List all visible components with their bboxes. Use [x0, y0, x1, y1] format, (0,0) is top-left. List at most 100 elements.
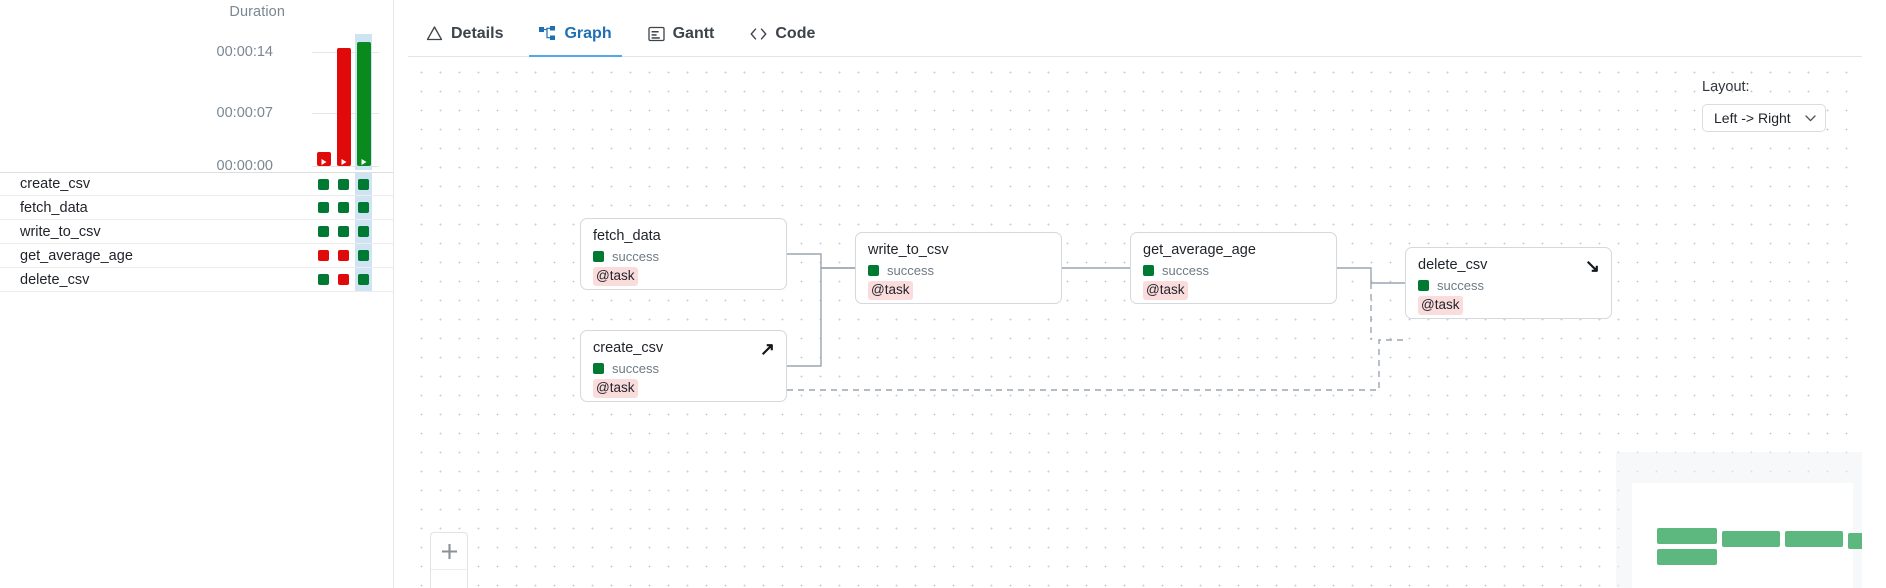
- status-square: [338, 202, 349, 213]
- duration-bar-column[interactable]: [355, 34, 372, 170]
- task-instance-cell[interactable]: [355, 220, 372, 243]
- axis-tick-mid: 00:00:07: [216, 105, 273, 121]
- graph-node-status-label: success: [612, 248, 659, 264]
- duration-bar[interactable]: [356, 42, 371, 166]
- graph-node-status: success: [1418, 278, 1599, 294]
- minimap-node: [1785, 531, 1843, 547]
- task-instance-cell[interactable]: [335, 268, 352, 291]
- tab-label: Gantt: [672, 24, 715, 42]
- task-row-label: delete_csv: [20, 271, 90, 288]
- task-row[interactable]: delete_csv: [0, 268, 393, 292]
- duration-bar-column[interactable]: [315, 34, 332, 170]
- graph-node-type-badge: @task: [1143, 281, 1189, 300]
- task-run-cells: [315, 173, 373, 195]
- layout-select[interactable]: Left -> Right: [1702, 104, 1826, 132]
- arrow-down-right-icon[interactable]: ↘: [1584, 256, 1600, 276]
- task-instance-cell[interactable]: [355, 196, 372, 219]
- graph-node-status: success: [593, 249, 774, 265]
- graph-node-status-label: success: [1162, 262, 1209, 278]
- task-row[interactable]: get_average_age: [0, 244, 393, 268]
- task-run-cells: [315, 220, 373, 243]
- task-instance-cell[interactable]: [335, 244, 352, 267]
- tab-gantt[interactable]: Gantt: [630, 25, 733, 56]
- minimap-node: [1722, 531, 1780, 547]
- status-square: [338, 178, 349, 190]
- axis-gridline-bottom: [312, 166, 379, 167]
- status-square: [593, 250, 604, 262]
- graph-node-status: success: [868, 263, 1049, 279]
- task-instance-cell[interactable]: [355, 173, 372, 195]
- status-square: [338, 274, 349, 285]
- status-square: [358, 274, 369, 285]
- play-icon: [341, 159, 346, 165]
- task-instance-cell[interactable]: [355, 244, 372, 267]
- task-instance-cell[interactable]: [315, 268, 332, 291]
- graph-node-title: create_csv: [593, 340, 664, 356]
- task-instance-cell[interactable]: [335, 196, 352, 219]
- task-row[interactable]: fetch_data: [0, 196, 393, 220]
- tab-label: Code: [775, 24, 816, 42]
- task-instance-cell[interactable]: [315, 220, 332, 243]
- status-square: [318, 202, 329, 213]
- status-square: [358, 202, 369, 213]
- status-square: [338, 250, 349, 261]
- status-square: [1418, 279, 1429, 291]
- chevron-down-icon: [1805, 112, 1816, 124]
- warning-triangle-icon: [426, 25, 443, 42]
- graph-node-title: get_average_age: [1143, 242, 1256, 258]
- status-square: [593, 362, 604, 374]
- graph-edges: [787, 253, 1408, 391]
- status-square: [1143, 264, 1154, 276]
- task-row[interactable]: create_csv: [0, 172, 393, 196]
- task-run-cells: [315, 196, 373, 219]
- tab-graph[interactable]: Graph: [521, 25, 629, 57]
- status-square: [338, 226, 349, 237]
- graph-minimap[interactable]: [1616, 452, 1862, 588]
- axis-tick-top: 00:00:14: [216, 44, 273, 60]
- gantt-bars-icon: [647, 25, 665, 42]
- status-square: [358, 178, 369, 190]
- task-instance-cell[interactable]: [335, 173, 352, 195]
- graph-node-title: fetch_data: [593, 228, 661, 244]
- layout-control: Layout: Left -> Right: [1702, 79, 1826, 132]
- arrow-up-right-icon[interactable]: ↗: [759, 339, 775, 359]
- minimap-node: [1657, 549, 1717, 565]
- task-instance-cell[interactable]: [315, 173, 332, 195]
- duration-bars: [315, 30, 373, 170]
- task-row-label: create_csv: [20, 176, 91, 192]
- task-instance-cell[interactable]: [355, 268, 372, 291]
- task-instance-cell[interactable]: [315, 196, 332, 219]
- tab-code[interactable]: Code: [732, 25, 833, 56]
- status-square: [318, 250, 329, 261]
- task-instance-cell[interactable]: [335, 220, 352, 243]
- graph-node-status: success: [593, 361, 774, 377]
- task-instance-cell[interactable]: [315, 244, 332, 267]
- minimap-viewport: [1632, 483, 1862, 588]
- graph-node-type-badge: @task: [593, 267, 639, 286]
- status-square: [318, 178, 329, 190]
- duration-bar[interactable]: [316, 152, 331, 166]
- status-square: [318, 274, 329, 285]
- minimap-node: [1657, 528, 1717, 544]
- duration-bar[interactable]: [336, 48, 351, 166]
- zoom-in-button[interactable]: [431, 533, 467, 570]
- graph-node-status-label: success: [1437, 277, 1484, 293]
- duration-bar-column[interactable]: [335, 34, 352, 170]
- zoom-out-button[interactable]: [431, 570, 467, 588]
- layout-label: Layout:: [1702, 79, 1750, 95]
- zoom-controls: [430, 532, 468, 588]
- tab-details[interactable]: Details: [408, 25, 521, 56]
- graph-node-type-badge: @task: [868, 281, 914, 300]
- task-row[interactable]: write_to_csv: [0, 220, 393, 244]
- graph-node-type-badge: @task: [1418, 296, 1464, 315]
- axis-tick-bottom: 00:00:00: [216, 158, 273, 174]
- minimap-node: [1848, 533, 1862, 549]
